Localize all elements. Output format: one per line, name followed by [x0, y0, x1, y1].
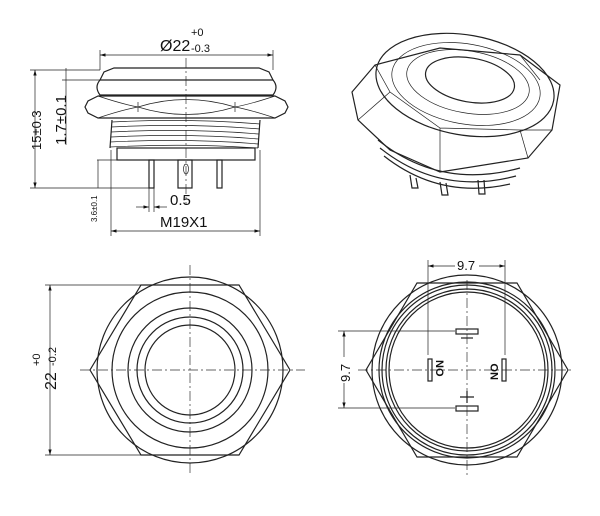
bezel-label: 1.7±0.1 [53, 95, 70, 145]
pin-width-label: 0.5 [170, 192, 191, 209]
height-label: 15±0.3 [29, 110, 44, 150]
diameter-label: Ø22 [160, 38, 190, 55]
size-tol-upper: +0 [31, 353, 43, 366]
size-label: 22 [43, 372, 60, 390]
pin [177, 159, 193, 189]
terminal-left-label: NO [433, 360, 445, 377]
diameter-tol-lower: -0.3 [191, 43, 210, 55]
terminal-right-label: NO [489, 363, 501, 380]
diameter-tol-upper: +0 [191, 27, 204, 39]
side-view: Ø22 +0 -0.3 15±0.3 1.7±0.1 3.6±0.1 0.5 M… [29, 27, 289, 236]
hex-outline [365, 282, 569, 458]
pin-length-label: 3.6±0.1 [90, 195, 99, 222]
vertical-spacing-label: 9.7 [338, 364, 353, 382]
thread-label: M19X1 [160, 214, 208, 231]
isometric-view [351, 32, 561, 196]
front-view: 22 +0 -0.2 [31, 265, 305, 475]
bezel-cap [99, 67, 274, 81]
thread [109, 119, 261, 149]
terminal-top-label: - [481, 339, 482, 341]
horizontal-spacing-label: 9.7 [457, 258, 475, 273]
hex-outline [89, 284, 291, 456]
pin [216, 159, 223, 189]
pin [148, 159, 155, 189]
terminal-bottom-label: + [481, 401, 482, 403]
rear-view: NO NO - + 9.7 9.7 [335, 256, 572, 478]
bezel-ring [96, 79, 277, 96]
size-tol-lower: -0.2 [47, 347, 59, 366]
